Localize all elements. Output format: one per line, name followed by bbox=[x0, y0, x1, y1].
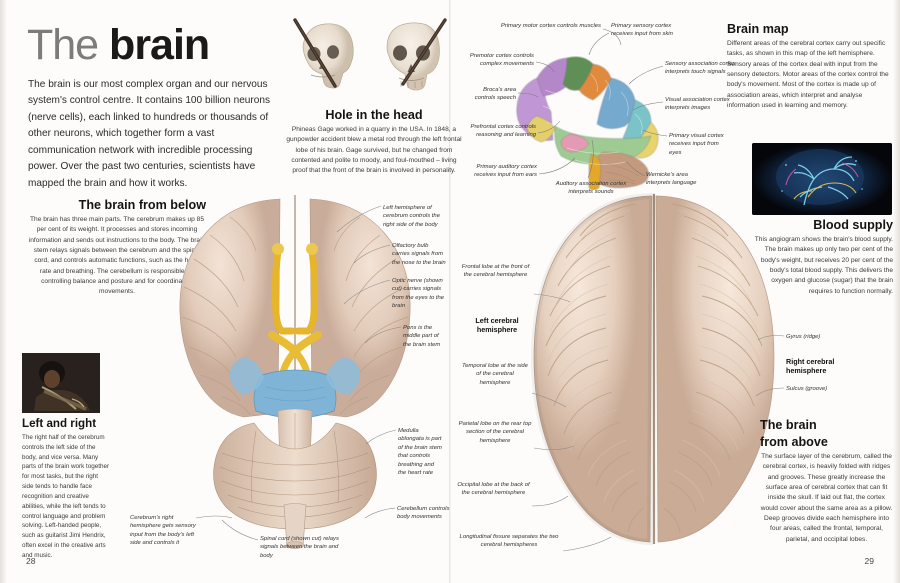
label-medulla-oblongata: Medulla oblongata is part of the brain s… bbox=[398, 428, 442, 476]
phineas-gage-skull-illustration bbox=[289, 18, 459, 104]
label-left-hemisphere-cerebrum: Left hemisphere of cerebrum controls the… bbox=[383, 205, 440, 228]
brain-from-above-section: The brain from above The surface layer o… bbox=[760, 418, 893, 545]
label-visual-association-cortex: Visual association cortex interprets ima… bbox=[665, 97, 730, 112]
page-number-left: 28 bbox=[26, 556, 36, 566]
label-brocas-area: Broca's area controls speech bbox=[474, 87, 516, 102]
label-pons: Pons is the middle part of the brain ste… bbox=[403, 325, 441, 348]
label-primary-auditory-cortex: Primary auditory cortex receives input f… bbox=[474, 164, 537, 179]
label-wernickes-area: Wernicke's area interprets language bbox=[646, 172, 697, 187]
brain-from-above-heading-line2: from above bbox=[760, 435, 828, 449]
label-optic-nerve: Optic nerve (shown cut) carries signals … bbox=[392, 278, 445, 310]
label-olfactory-bulb: Olfactory bulb carries signals from the … bbox=[392, 243, 446, 266]
label-frontal-lobe: Frontal lobe at the front of the cerebra… bbox=[461, 264, 530, 279]
hole-in-the-head-body: Phineas Gage worked in a quarry in the U… bbox=[286, 126, 462, 175]
blood-supply-heading: Blood supply bbox=[813, 218, 893, 232]
blood-supply-section: Blood supply This angiogram shows the br… bbox=[750, 218, 893, 297]
label-primary-visual-cortex: Primary visual cortex receives input fro… bbox=[669, 133, 724, 156]
brain-from-below-section: The brain from below The brain has three… bbox=[28, 198, 206, 298]
angiogram-image bbox=[752, 143, 892, 215]
page-title: The brain bbox=[27, 21, 210, 69]
label-spinal-cord: Spinal cord (shown cut) relays signals b… bbox=[260, 536, 339, 559]
page-edge-left bbox=[0, 0, 7, 583]
left-and-right-body: The right half of the cerebrum controls … bbox=[22, 434, 110, 559]
label-primary-sensory-cortex: Primary sensory cortex receives input fr… bbox=[611, 23, 673, 38]
label-occipital-lobe: Occipital lobe at the back of the cerebr… bbox=[457, 482, 530, 497]
jimi-hendrix-photo bbox=[22, 353, 100, 413]
title-bold: brain bbox=[109, 21, 210, 69]
label-primary-motor-cortex: Primary motor cortex controls muscles bbox=[500, 23, 601, 29]
label-sensory-association-cortex: Sensory association cortex interprets to… bbox=[665, 61, 736, 76]
brain-from-above-heading-line1: The brain bbox=[760, 418, 817, 432]
brain-from-above-body: The surface layer of the cerebrum, calle… bbox=[760, 453, 893, 543]
hole-in-the-head-section: Hole in the head Phineas Gage worked in … bbox=[283, 108, 465, 177]
label-gyrus: Gyrus (ridge) bbox=[786, 334, 821, 340]
label-left-cerebral-hemisphere: Left cerebral hemisphere bbox=[475, 316, 519, 335]
page-edge-right bbox=[893, 0, 900, 583]
left-and-right-heading: Left and right bbox=[22, 417, 97, 430]
brain-map-heading: Brain map bbox=[727, 22, 789, 36]
brain-from-below-heading: The brain from below bbox=[78, 198, 206, 212]
label-longitudinal-fissure: Longitudinal fissure separates the two c… bbox=[459, 534, 559, 549]
label-auditory-association-cortex: Auditory association cortex interprets s… bbox=[555, 181, 627, 196]
intro-paragraph: The brain is our most complex organ and … bbox=[28, 79, 271, 189]
label-cerebellum: Cerebellum controls body movements bbox=[397, 506, 450, 521]
label-premotor-cortex: Premotor cortex controls complex movemen… bbox=[469, 53, 534, 68]
title-light: The bbox=[27, 21, 110, 69]
label-prefrontal-cortex: Prefrontal cortex controls reasoning and… bbox=[470, 124, 536, 139]
brain-map-section: Brain map Different areas of the cerebra… bbox=[727, 22, 889, 111]
hole-in-the-head-heading: Hole in the head bbox=[325, 108, 423, 122]
brain-map-body: Different areas of the cerebral cortex c… bbox=[727, 40, 889, 110]
label-cerebrum-right-hemisphere: Cerebrum's right hemisphere gets sensory… bbox=[130, 515, 196, 547]
label-sulcus: Sulcus (groove) bbox=[786, 386, 828, 392]
left-and-right-section: Left and right The right half of the cer… bbox=[22, 417, 110, 561]
brain-from-below-illustration bbox=[150, 185, 440, 550]
label-temporal-lobe: Temporal lobe at the side of the cerebra… bbox=[462, 363, 528, 386]
page-gutter bbox=[449, 0, 451, 583]
label-parietal-lobe: Parietal lobe on the rear top section of… bbox=[458, 421, 532, 444]
brain-from-below-body: The brain has three main parts. The cere… bbox=[28, 216, 206, 296]
label-right-cerebral-hemisphere: Right cerebral hemisphere bbox=[786, 357, 835, 376]
brain-from-above-illustration bbox=[520, 190, 788, 548]
page-number-right: 29 bbox=[864, 556, 874, 566]
blood-supply-body: This angiogram shows the brain's blood s… bbox=[754, 236, 893, 295]
